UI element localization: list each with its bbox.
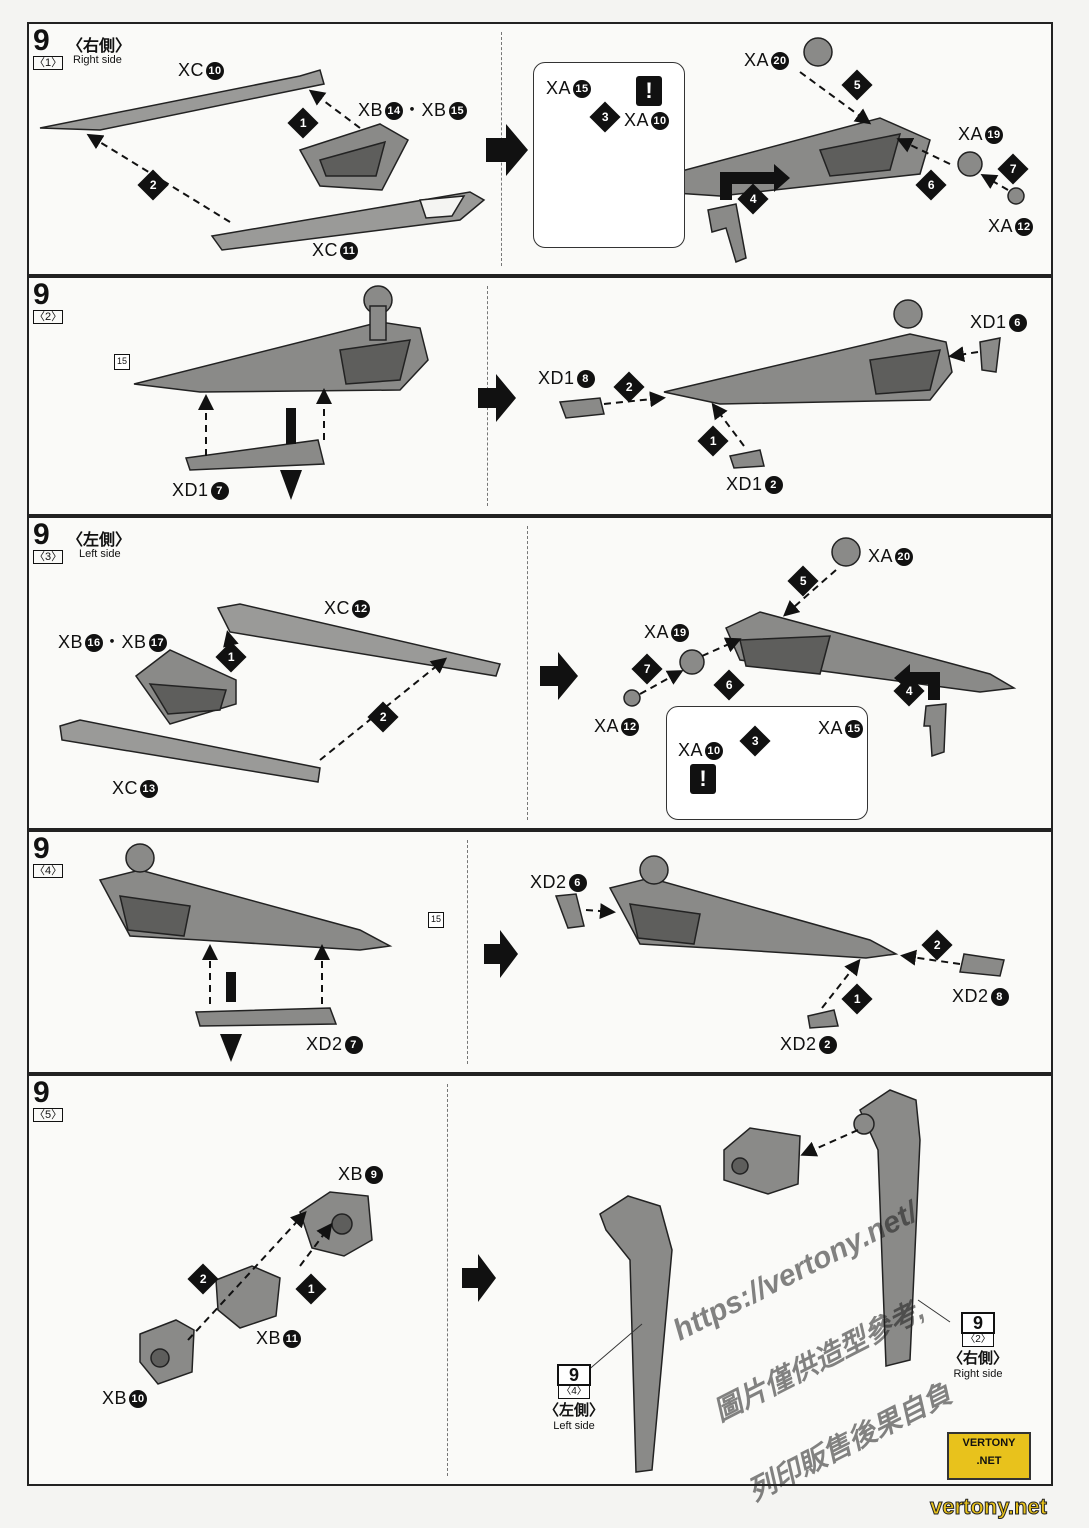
- xd27-part: [195, 1007, 338, 1027]
- xb11-part: [215, 1265, 281, 1329]
- sub-step-number: 〈5〉: [33, 1108, 63, 1122]
- assembled-arm-left: [725, 611, 1017, 693]
- step-number: 9: [33, 832, 50, 865]
- side-label-en: Left side: [79, 548, 121, 560]
- final-left-arm: [599, 1195, 673, 1473]
- xa12-part: [623, 689, 641, 707]
- xc12-frame-part: [216, 603, 501, 677]
- step-number: 9: [33, 24, 50, 57]
- step-number: 9: [33, 278, 50, 311]
- side-label-jp: 〈左側〉: [67, 532, 132, 549]
- sub-step-number: 〈1〉: [33, 56, 63, 70]
- xa-bracket-part: [707, 203, 747, 264]
- xc10-frame-part: [39, 69, 325, 131]
- xa12-part: [1007, 187, 1025, 205]
- step-number: 9: [33, 1076, 50, 1109]
- xc13-plate-part: [59, 719, 321, 783]
- xd17-part: [185, 439, 325, 471]
- xd28-part: [959, 953, 1005, 977]
- sticker-15-icon: 15: [114, 354, 130, 370]
- xa20-part: [803, 37, 833, 67]
- warning-icon: !: [636, 76, 662, 106]
- site-watermark: vertony.net: [930, 1494, 1048, 1520]
- ref-step-9-2: 9 〈2〉 〈右側〉 Right side: [947, 1312, 1008, 1380]
- xd18-part: [558, 397, 605, 419]
- detail-callout: [666, 706, 868, 820]
- warning-icon: !: [690, 764, 716, 794]
- sub-step-number: 〈2〉: [33, 310, 63, 324]
- ref-step-9-4: 9 〈4〉 〈左側〉 Left side: [543, 1364, 604, 1432]
- xd22-part: [807, 1009, 839, 1029]
- side-label-en: Right side: [73, 54, 122, 66]
- module-part: [723, 1127, 801, 1195]
- xa20-part: [831, 537, 861, 567]
- side-label-jp: 〈右側〉: [67, 38, 132, 55]
- final-right-arm: [859, 1089, 921, 1367]
- sticker-15-icon: 15: [428, 912, 444, 928]
- xd16-part: [979, 337, 1001, 373]
- xa19-part: [957, 151, 983, 177]
- xd12-part: [729, 449, 765, 469]
- sub-step-number: 〈4〉: [33, 864, 63, 878]
- xa19-part: [679, 649, 705, 675]
- xd26-part: [554, 893, 585, 929]
- vertony-logo: VERTONY .NET: [947, 1432, 1031, 1480]
- step-number: 9: [33, 518, 50, 551]
- xa-bracket-part: [923, 703, 947, 758]
- sub-step-number: 〈3〉: [33, 550, 63, 564]
